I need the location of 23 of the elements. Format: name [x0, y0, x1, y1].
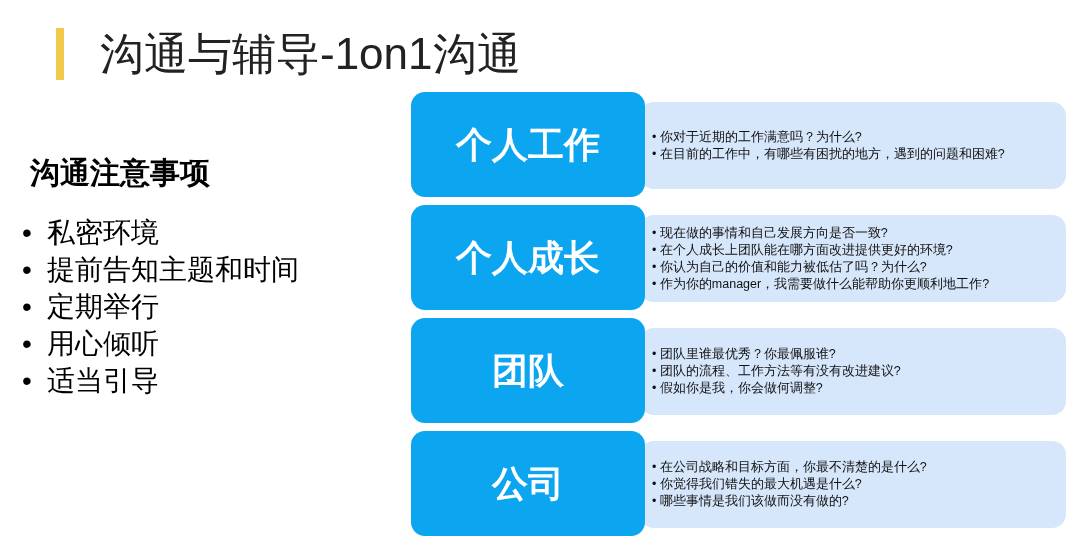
question-text: • 你觉得我们错失的最大机遇是什么? [652, 476, 863, 493]
tip-item: • 私密环境 [22, 216, 161, 250]
title: 沟通与辅导-1on1沟通 [100, 28, 521, 80]
topic-box: 个人工作 [411, 92, 645, 197]
tip-item: • 用心倾听 [22, 327, 161, 361]
question-text: • 作为你的manager，我需要做什么能帮助你更顺利地工作? [652, 275, 990, 293]
tip-item: • 定期举行 [22, 290, 161, 324]
question-text: • 你对于近期的工作满意吗？为什么? [652, 128, 863, 146]
tip-item: • 提前告知主题和时间 [22, 253, 300, 287]
question-text: • 团队的流程、工作方法等有没有改进建议? [652, 363, 901, 380]
question-text: • 在目前的工作中，有哪些有困扰的地方，遇到的问题和困难? [652, 145, 1005, 163]
topic-box: 个人成长 [411, 205, 645, 310]
question-text: • 你认为自己的价值和能力被低估了吗？为什么? [652, 258, 928, 276]
tip-item: • 适当引导 [22, 364, 161, 398]
topic-box: 团队 [411, 318, 645, 423]
question-text: • 在个人成长上团队能在哪方面改进提供更好的环境? [652, 241, 954, 259]
question-text: • 现在做的事情和自己发展方向是否一致? [652, 224, 889, 242]
question-text: • 假如你是我，你会做何调整? [652, 380, 824, 397]
question-text: • 团队里谁最优秀？你最佩服谁? [652, 346, 837, 363]
topic-box: 公司 [411, 431, 645, 536]
question-text: • 哪些事情是我们该做而没有做的? [652, 493, 850, 510]
section-heading: 沟通注意事项 [30, 155, 210, 191]
question-text: • 在公司战略和目标方面，你最不清楚的是什么? [652, 459, 927, 476]
